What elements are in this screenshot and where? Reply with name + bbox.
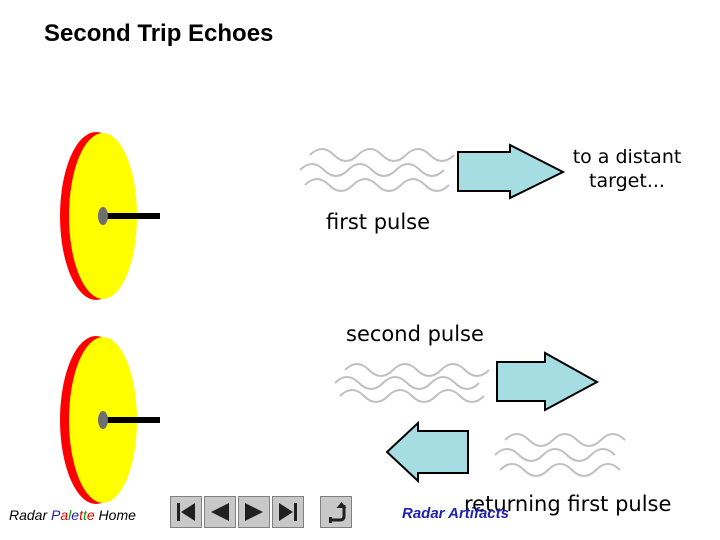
home-link-letter: t [79, 507, 83, 523]
wave-second-pulse [334, 363, 490, 403]
home-link-letter: t [82, 507, 87, 523]
first-slide-icon [177, 503, 195, 521]
home-link-letter: e [71, 507, 80, 523]
home-link-letter: e [86, 507, 95, 523]
home-link-part: Radar [9, 507, 52, 523]
slide-nav-bar [170, 496, 352, 528]
label-to-target: to a distant target... [572, 146, 682, 192]
radar-dish-top [60, 132, 160, 300]
radar-artifacts-link[interactable]: Radar Artifacts [402, 505, 509, 522]
last-slide-button[interactable] [272, 496, 304, 528]
radar-palette-home-link[interactable]: Radar Palette Home [9, 507, 136, 523]
radar-dish-bottom [60, 336, 160, 504]
label-returning-pulse: returning first pulse [464, 492, 672, 516]
wave-first-pulse [299, 148, 455, 192]
previous-slide-icon [211, 503, 229, 521]
page-title: Second Trip Echoes [44, 20, 274, 47]
label-first-pulse: first pulse [326, 210, 431, 234]
arrow-left-returning-pulse [385, 420, 469, 484]
previous-slide-button[interactable] [204, 496, 236, 528]
last-slide-icon [279, 503, 297, 521]
home-link-part: Home [94, 507, 136, 523]
arrow-right-second-pulse [496, 351, 600, 412]
next-slide-button[interactable] [238, 496, 270, 528]
home-link-letter: l [68, 507, 72, 523]
arrow-right-first-pulse [457, 143, 566, 200]
return-icon [329, 502, 347, 523]
wave-returning-pulse [494, 433, 626, 477]
nav-spacer [306, 496, 318, 528]
home-link-letter: a [60, 507, 69, 523]
first-slide-button[interactable] [170, 496, 202, 528]
next-slide-icon [245, 503, 263, 521]
home-link-letter: P [51, 507, 61, 523]
label-second-pulse: second pulse [346, 322, 484, 346]
return-button[interactable] [320, 496, 352, 528]
